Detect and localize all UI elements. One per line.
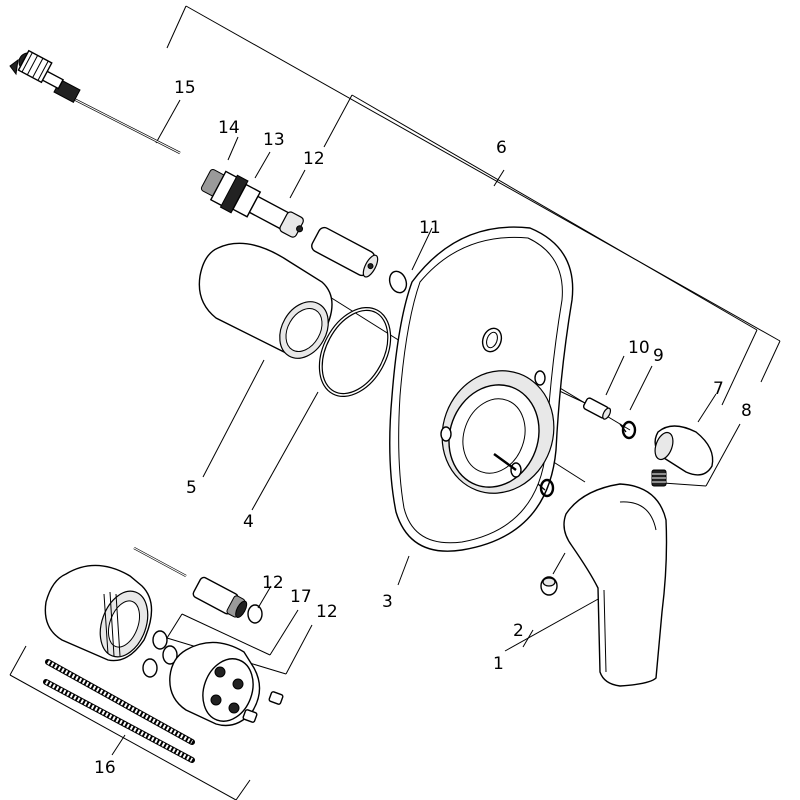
part-17-o-ring-c	[142, 658, 158, 678]
bracket-12	[323, 94, 758, 406]
label-10: 10	[628, 338, 650, 358]
bracket-8	[662, 423, 741, 487]
label-3: 3	[382, 592, 393, 612]
part-15-spindle-rod	[9, 49, 181, 155]
part-12-lower-sleeve	[192, 576, 248, 618]
part-5-trim-sleeve	[198, 242, 333, 359]
label-12-lower-right: 12	[316, 602, 338, 622]
bracket-6	[166, 5, 781, 383]
part-2-set-screw	[540, 576, 558, 596]
label-12-upper: 12	[303, 149, 325, 169]
part-17-pin-a	[268, 691, 284, 705]
label-14: 14	[218, 118, 240, 138]
label-9: 9	[653, 346, 664, 366]
label-8: 8	[741, 401, 752, 421]
part-11-small-o-ring	[388, 270, 408, 294]
bracket-1	[504, 597, 601, 652]
part-9-clip	[619, 420, 637, 440]
part-1-lever-handle	[563, 483, 668, 687]
label-11: 11	[419, 218, 441, 238]
part-17-valve-body	[169, 641, 261, 727]
part-8-grub-screw	[651, 469, 667, 487]
label-1: 1	[493, 654, 504, 674]
part-12-lower-o-ring	[247, 604, 263, 624]
part-17-o-ring-b	[162, 645, 178, 665]
label-16: 16	[94, 758, 116, 778]
part-12-lower-spindle	[133, 546, 187, 578]
label-6: 6	[496, 138, 507, 158]
part-17-pin-b	[242, 709, 258, 723]
label-2: 2	[513, 621, 524, 641]
bracket-16	[9, 645, 251, 800]
part-7-cap	[654, 425, 714, 476]
part-4-large-o-ring	[318, 307, 392, 397]
part-10-pin	[582, 397, 612, 420]
part-13-14-cartridge	[200, 168, 304, 238]
part-16-threaded-sleeve	[44, 564, 153, 662]
part-9-clip-lower	[537, 478, 555, 498]
label-5: 5	[186, 478, 197, 498]
label-17: 17	[290, 587, 312, 607]
leader-lines	[155, 99, 717, 609]
part-12-sleeve-upper	[311, 226, 379, 278]
label-15: 15	[174, 78, 196, 98]
label-13: 13	[263, 130, 285, 150]
labels: 15 14 13 12 6 11 10 9 7 8 5 4 3 2 1 12 1…	[94, 78, 752, 778]
label-7: 7	[713, 379, 724, 399]
label-12-lower-left: 12	[262, 573, 284, 593]
part-3-escutcheon-plate	[389, 226, 574, 552]
part-16-threaded-rod-b	[43, 679, 195, 763]
label-4: 4	[243, 512, 254, 532]
part-17-o-ring-a	[152, 630, 168, 650]
part-16-threaded-rod-a	[45, 659, 195, 745]
